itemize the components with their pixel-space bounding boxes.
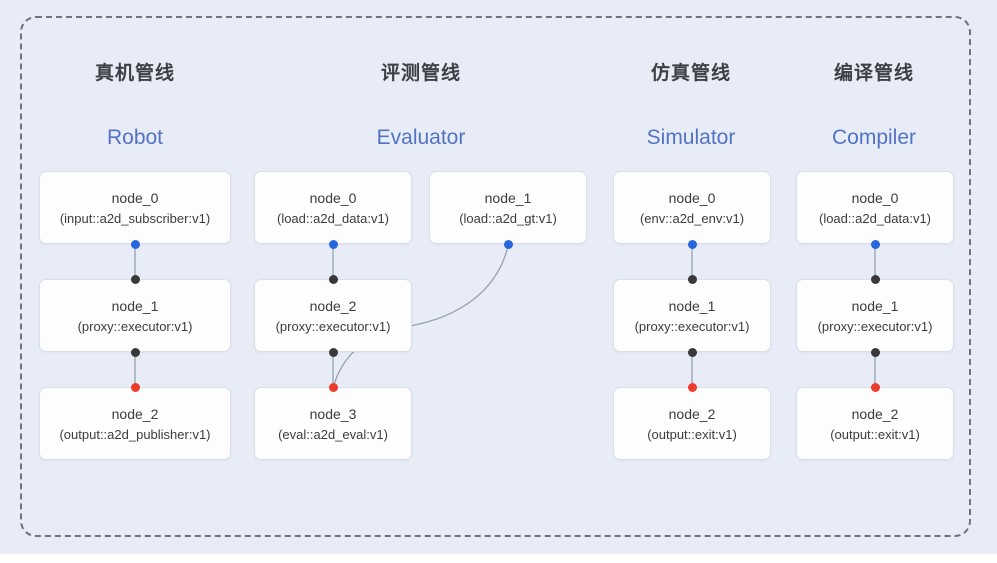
node-box-simulator-node0: node_0 (env::a2d_env:v1) — [613, 171, 771, 244]
output-port-dot — [130, 347, 140, 357]
pipeline-header-robot: 真机管线 Robot — [25, 63, 245, 150]
node-box-compiler-node0: node_0 (load::a2d_data:v1) — [796, 171, 954, 244]
input-port-dot — [687, 274, 697, 284]
node-name: node_2 — [668, 405, 716, 422]
node-box-simulator-node1: node_1 (proxy::executor:v1) — [613, 279, 771, 352]
node-name: node_2 — [111, 405, 159, 422]
output-port-dot — [687, 239, 697, 249]
node-name: node_1 — [111, 297, 159, 314]
node-type: (proxy::executor:v1) — [77, 318, 193, 334]
pipeline-title-zh: 评测管线 — [380, 63, 461, 84]
node-box-compiler-node1: node_1 (proxy::executor:v1) — [796, 279, 954, 352]
node-name: node_2 — [851, 405, 899, 422]
pipeline-title-en: Evaluator — [376, 126, 466, 149]
node-type: (output::exit:v1) — [647, 426, 737, 442]
node-type: (load::a2d_data:v1) — [276, 210, 390, 226]
node-type: (eval::a2d_eval:v1) — [278, 426, 388, 442]
input-port-dot — [870, 274, 880, 284]
pipeline-header-evaluator: 评测管线 Evaluator — [311, 63, 531, 150]
node-box-robot-node0: node_0 (input::a2d_subscriber:v1) — [39, 171, 231, 244]
output-port-dot — [503, 239, 513, 249]
node-name: node_3 — [309, 405, 357, 422]
input-port-dot — [687, 382, 697, 392]
node-type: (proxy::executor:v1) — [634, 318, 750, 334]
input-port-dot — [870, 382, 880, 392]
pipeline-header-compiler: 编译管线 Compiler — [764, 63, 984, 150]
node-type: (env::a2d_env:v1) — [639, 210, 745, 226]
input-port-dot — [130, 274, 140, 284]
node-type: (output::exit:v1) — [830, 426, 920, 442]
node-type: (output::a2d_publisher:v1) — [59, 426, 211, 442]
node-type: (proxy::executor:v1) — [275, 318, 391, 334]
node-type: (proxy::executor:v1) — [817, 318, 933, 334]
node-box-evaluator-node0: node_0 (load::a2d_data:v1) — [254, 171, 412, 244]
node-name: node_1 — [668, 297, 716, 314]
node-name: node_0 — [668, 189, 716, 206]
output-port-dot — [870, 239, 880, 249]
node-box-evaluator-node3: node_3 (eval::a2d_eval:v1) — [254, 387, 412, 460]
node-box-robot-node1: node_1 (proxy::executor:v1) — [39, 279, 231, 352]
node-box-evaluator-node2: node_2 (proxy::executor:v1) — [254, 279, 412, 352]
output-port-dot — [328, 347, 338, 357]
pipeline-title-en: Robot — [106, 126, 164, 149]
node-name: node_0 — [111, 189, 159, 206]
input-port-dot — [328, 382, 338, 392]
node-box-evaluator-node1: node_1 (load::a2d_gt:v1) — [429, 171, 587, 244]
bottom-edge-strip — [0, 554, 997, 563]
node-name: node_0 — [309, 189, 357, 206]
pipeline-title-zh: 仿真管线 — [650, 63, 731, 84]
input-port-dot — [130, 382, 140, 392]
node-name: node_2 — [309, 297, 357, 314]
pipeline-title-zh: 编译管线 — [833, 63, 914, 84]
node-name: node_0 — [851, 189, 899, 206]
node-type: (load::a2d_data:v1) — [818, 210, 932, 226]
node-name: node_1 — [851, 297, 899, 314]
output-port-dot — [130, 239, 140, 249]
node-box-compiler-node2: node_2 (output::exit:v1) — [796, 387, 954, 460]
pipeline-header-simulator: 仿真管线 Simulator — [581, 63, 801, 150]
output-port-dot — [870, 347, 880, 357]
output-port-dot — [328, 239, 338, 249]
node-type: (load::a2d_gt:v1) — [459, 210, 557, 226]
pipeline-title-en: Compiler — [831, 126, 917, 149]
node-box-simulator-node2: node_2 (output::exit:v1) — [613, 387, 771, 460]
node-box-robot-node2: node_2 (output::a2d_publisher:v1) — [39, 387, 231, 460]
output-port-dot — [687, 347, 697, 357]
dashed-boundary-frame — [20, 16, 971, 537]
node-name: node_1 — [484, 189, 532, 206]
pipeline-title-zh: 真机管线 — [94, 63, 175, 84]
node-type: (input::a2d_subscriber:v1) — [59, 210, 211, 226]
pipeline-title-en: Simulator — [646, 126, 736, 149]
input-port-dot — [328, 274, 338, 284]
